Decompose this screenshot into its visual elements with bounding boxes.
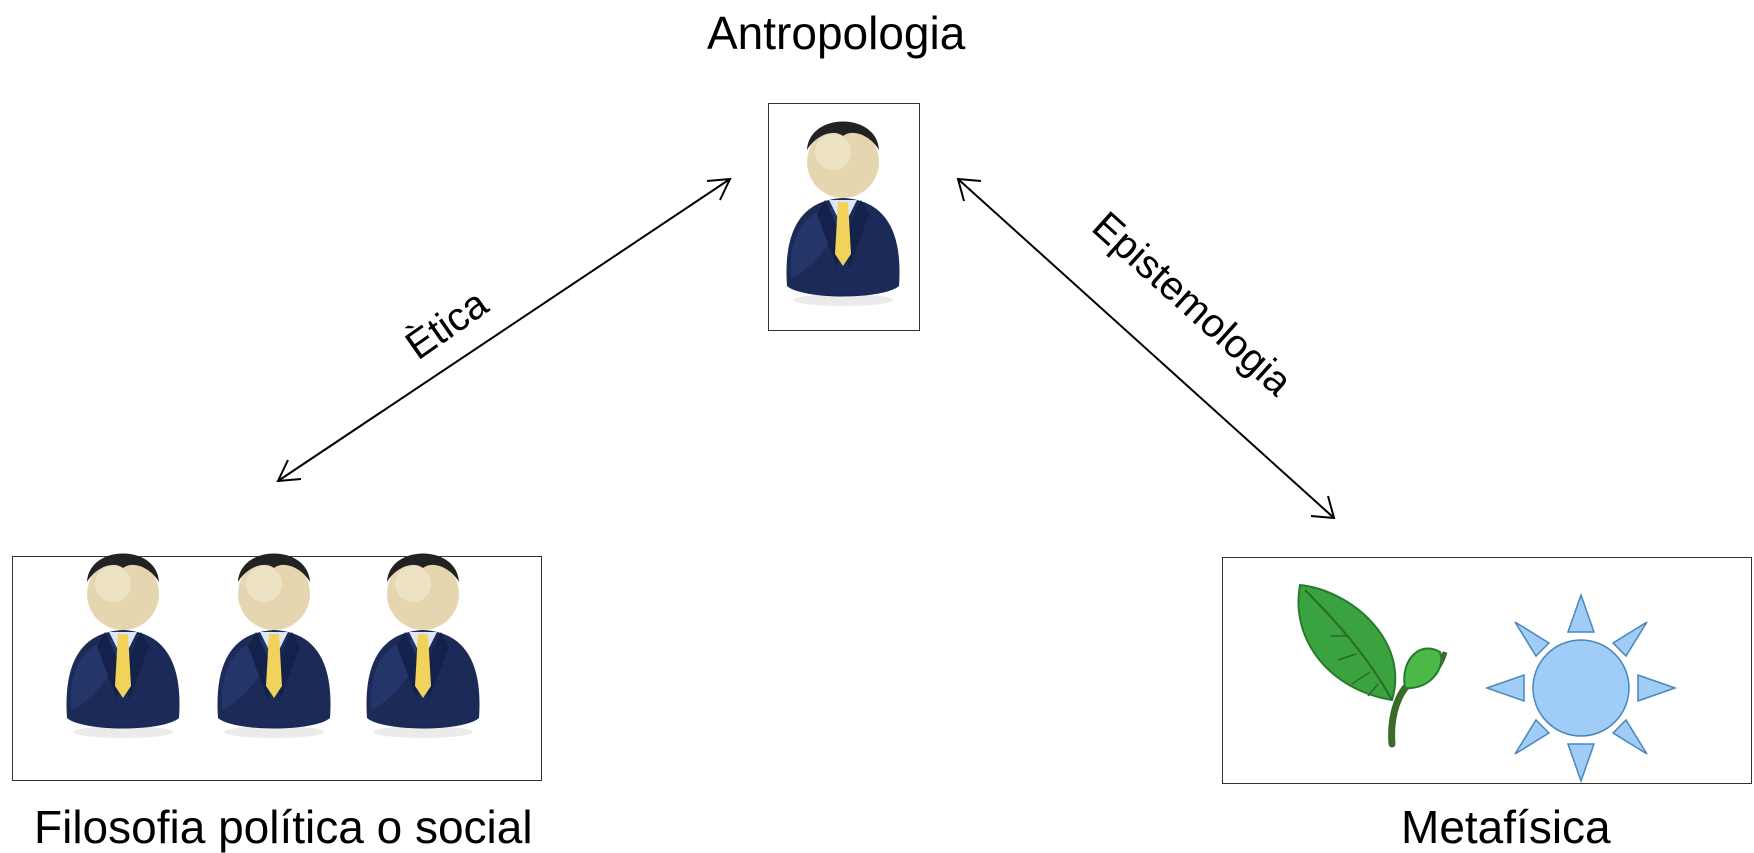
group-of-people-icon <box>66 553 480 738</box>
node-label-filosofia-politica: Filosofia política o social <box>34 801 533 853</box>
person-icon <box>786 121 900 306</box>
leaf-icon <box>1297 583 1448 748</box>
arrow-etica <box>276 177 732 483</box>
arrow-epistemologia <box>956 177 1336 520</box>
sun-icon <box>1484 592 1678 784</box>
node-label-antropologia: Antropologia <box>707 7 966 59</box>
node-label-metafisica: Metafísica <box>1401 801 1611 853</box>
